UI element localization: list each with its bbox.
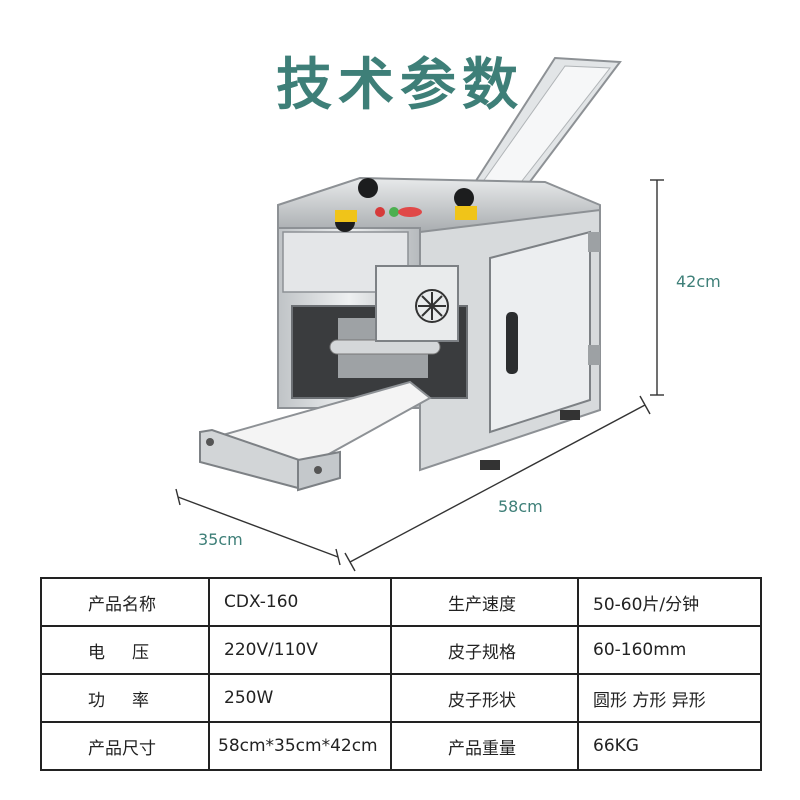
width-dimension-label: 35cm (198, 530, 243, 549)
table-row: 电 压 220V/110V 皮子规格 60-160mm (40, 625, 762, 675)
spec-value: 250W (208, 673, 392, 723)
page-title: 技术参数 (276, 53, 524, 118)
spec-value: 60-160mm (577, 625, 762, 675)
spec-label: 生产速度 (390, 577, 579, 627)
depth-dimension-label: 58cm (498, 497, 543, 516)
cabinet-door (489, 230, 591, 434)
spec-value: 220V/110V (208, 625, 392, 675)
fan-icon (415, 289, 449, 323)
spec-label: 功 率 (40, 673, 210, 723)
spec-value: 圆形 方形 异形 (577, 673, 762, 723)
table-row: 功 率 250W 皮子形状 圆形 方形 异形 (40, 673, 762, 723)
spec-value: CDX-160 (208, 577, 392, 627)
spec-label: 产品重量 (390, 721, 579, 771)
spec-label: 电 压 (40, 625, 210, 675)
door-handle (506, 312, 518, 374)
spec-table: 产品名称 CDX-160 生产速度 50-60片/分钟 电 压 220V/110… (40, 577, 762, 771)
table-row: 产品名称 CDX-160 生产速度 50-60片/分钟 (40, 577, 762, 627)
spec-label: 产品名称 (40, 577, 210, 627)
spec-value: 50-60片/分钟 (577, 577, 762, 627)
spec-value: 58cm*35cm*42cm (208, 721, 392, 771)
height-dimension-label: 42cm (676, 272, 721, 291)
spec-label: 皮子规格 (390, 625, 579, 675)
table-row: 产品尺寸 58cm*35cm*42cm 产品重量 66KG (40, 721, 762, 771)
button-red-icon (375, 207, 385, 217)
spec-label: 皮子形状 (390, 673, 579, 723)
button-green-icon (389, 207, 399, 217)
dimension-lines (175, 179, 664, 572)
knob-right-icon (454, 188, 474, 208)
spec-value: 66KG (577, 721, 762, 771)
knob-left-icon (358, 178, 378, 198)
spec-label: 产品尺寸 (40, 721, 210, 771)
